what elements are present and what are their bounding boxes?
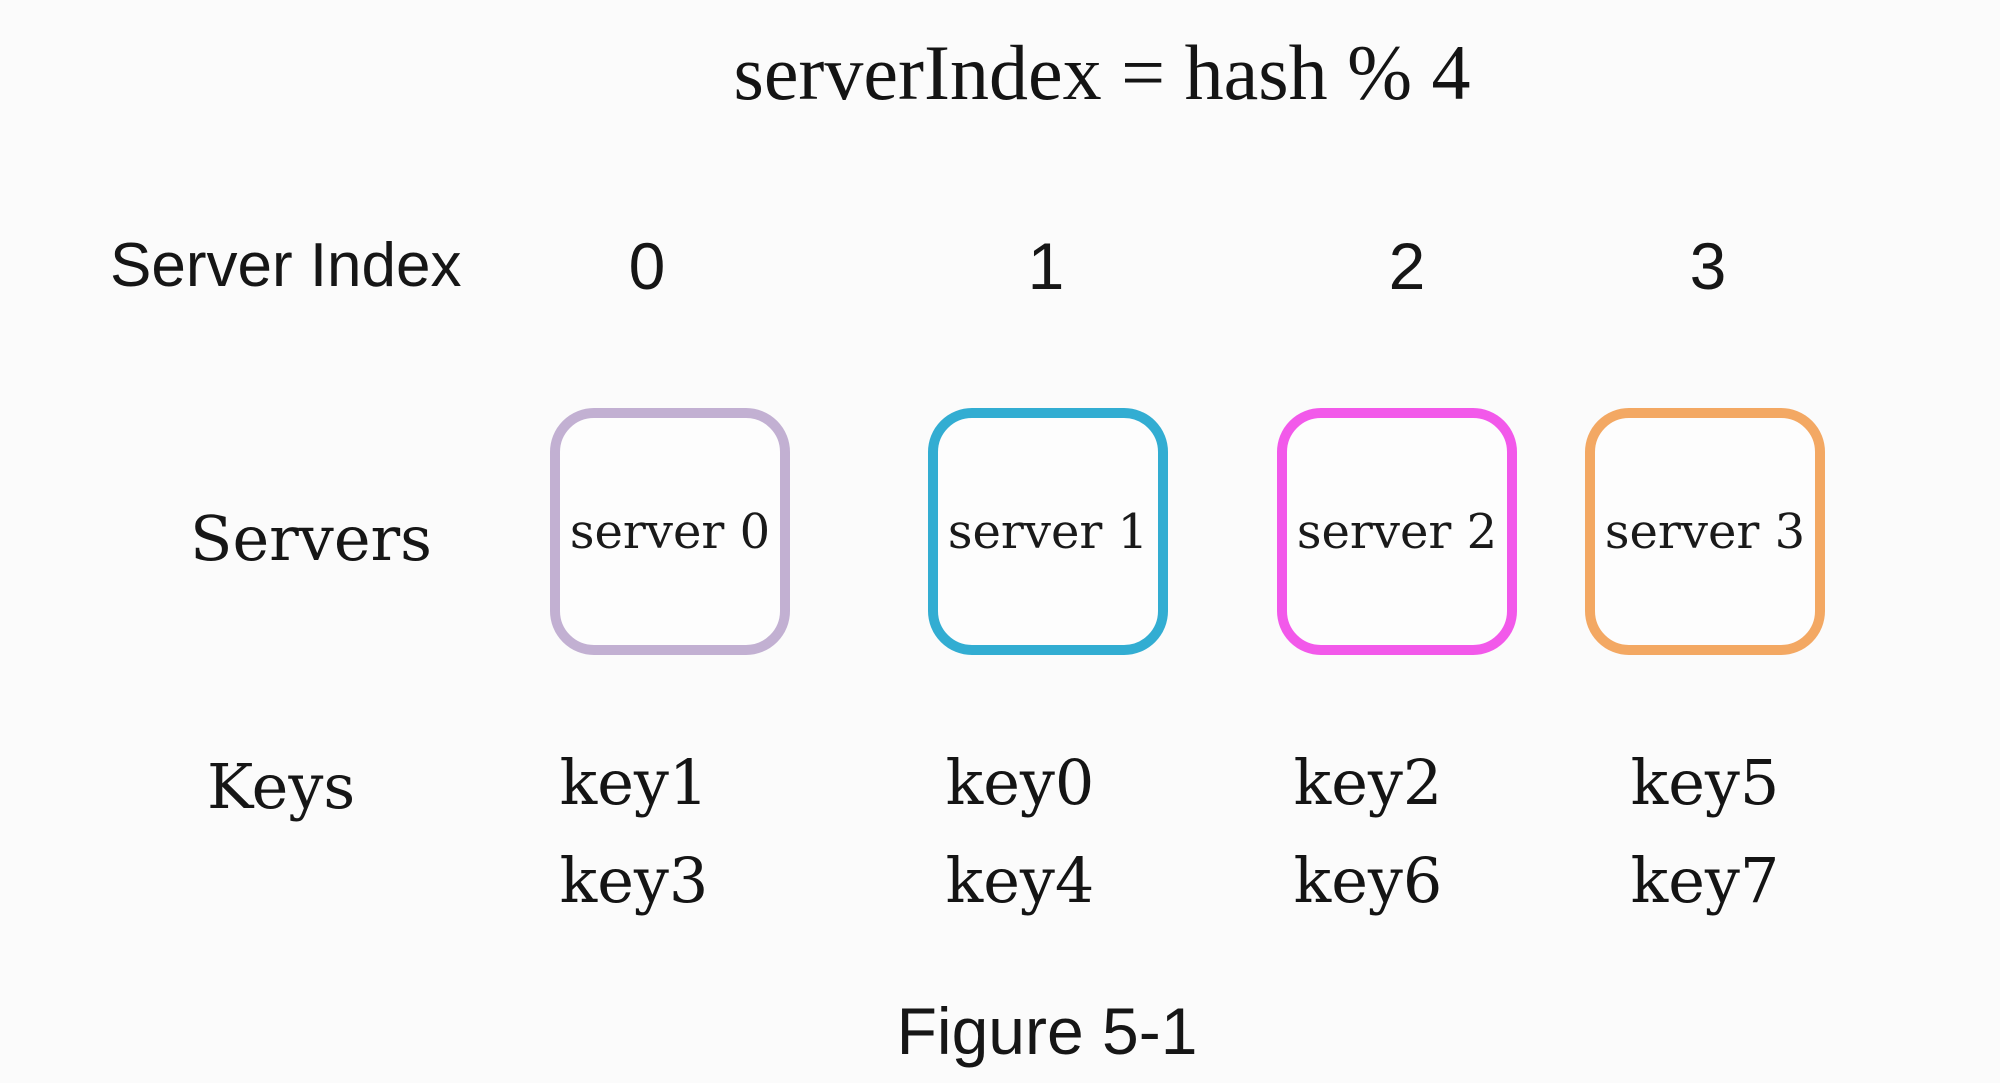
server-box: server 0 [550,408,790,655]
key-item: key2 [1293,746,1443,819]
server-box: server 2 [1277,408,1517,655]
key-item: key7 [1630,844,1780,917]
key-item: key6 [1293,844,1443,917]
server-index-value: 1 [1027,229,1065,303]
key-item: key5 [1630,746,1780,819]
key-item: key0 [945,746,1095,819]
key-list: key2 key6 [1294,734,1443,930]
row-label-server-index: Server Index [110,231,462,300]
server-box-label: server 1 [947,503,1149,560]
key-item: key4 [945,844,1095,917]
row-label-servers: Servers [190,502,432,575]
figure-caption: Figure 5-1 [896,994,1198,1068]
key-list: key0 key4 [946,734,1095,930]
key-item: key3 [559,844,709,917]
server-box-label: server 3 [1604,503,1806,560]
formula-title: serverIndex = hash % 4 [733,29,1471,116]
server-box-label: server 0 [569,503,771,560]
key-list: key5 key7 [1631,734,1780,930]
server-box: server 3 [1585,408,1825,655]
server-index-value: 3 [1689,229,1727,303]
server-index-value: 0 [628,229,666,303]
key-item: key1 [559,746,709,819]
server-box: server 1 [928,408,1168,655]
server-box-label: server 2 [1296,503,1498,560]
key-list: key1 key3 [560,734,709,930]
row-label-keys: Keys [207,750,356,823]
server-index-value: 2 [1388,229,1426,303]
